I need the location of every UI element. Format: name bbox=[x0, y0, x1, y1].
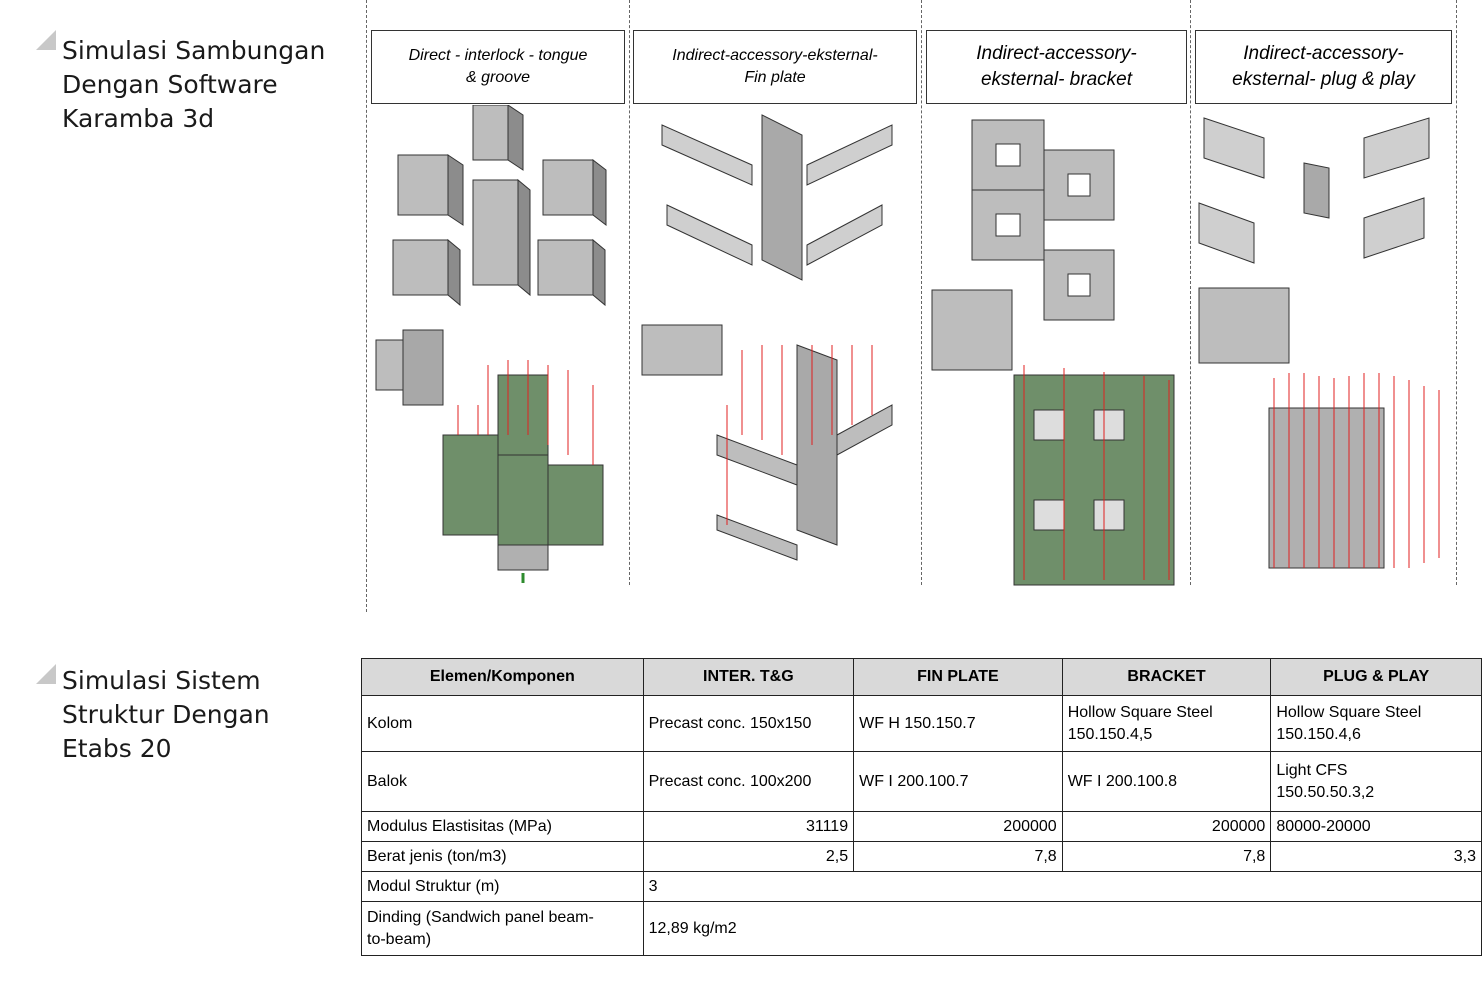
column-header: FIN PLATE bbox=[853, 658, 1063, 696]
table-row: Balok Precast conc. 100x200 WF I 200.100… bbox=[361, 751, 1482, 812]
fin-plate-model-illustration bbox=[641, 114, 893, 561]
table-cell: WF I 200.100.8 bbox=[1061, 751, 1272, 812]
bracket-model-illustration bbox=[931, 119, 1175, 586]
caption-bracket: Indirect-accessory- eksternal- bracket bbox=[926, 30, 1187, 104]
section-title-etabs: Simulasi Sistem Struktur Dengan Etabs 20 bbox=[62, 666, 270, 763]
table-row: Dinding (Sandwich panel beam- to-beam) 1… bbox=[361, 901, 1482, 956]
table-cell: 3 bbox=[642, 871, 1482, 902]
table-header-row: Elemen/Komponen INTER. T&G FIN PLATE BRA… bbox=[361, 658, 1482, 696]
table-cell: Light CFS 150.50.50.3,2 bbox=[1270, 751, 1482, 812]
table-row: Modulus Elastisitas (MPa) 31119 200000 2… bbox=[361, 811, 1482, 842]
table-cell: 7,8 bbox=[1061, 841, 1272, 872]
column-header: PLUG & PLAY bbox=[1270, 658, 1482, 696]
table-row: Kolom Precast conc. 150x150 WF H 150.150… bbox=[361, 695, 1482, 752]
column-divider bbox=[921, 0, 922, 585]
caption-interlock-text: Direct - interlock - tongue & groove bbox=[408, 47, 588, 86]
caption-plug-play-text: Indirect-accessory- eksternal- plug & pl… bbox=[1232, 43, 1415, 90]
interlock-model-illustration bbox=[375, 105, 607, 583]
table-cell: Modulus Elastisitas (MPa) bbox=[361, 811, 644, 842]
table-cell: 7,8 bbox=[853, 841, 1063, 872]
table-cell: 31119 bbox=[642, 811, 855, 842]
column-header: INTER. T&G bbox=[642, 658, 855, 696]
table-cell: 200000 bbox=[853, 811, 1063, 842]
table-row: Berat jenis (ton/m3) 2,5 7,8 7,8 3,3 bbox=[361, 841, 1482, 872]
caption-fin-plate-text: Indirect-accessory-eksternal- Fin plate bbox=[672, 47, 878, 86]
caption-bracket-text: Indirect-accessory- eksternal- bracket bbox=[976, 43, 1137, 90]
section-bullet-icon bbox=[36, 664, 56, 684]
column-header: BRACKET bbox=[1061, 658, 1272, 696]
table-cell: Modul Struktur (m) bbox=[361, 871, 644, 902]
table-cell: 2,5 bbox=[642, 841, 855, 872]
table-cell: 12,89 kg/m2 bbox=[642, 901, 1482, 956]
section-title-karamba: Simulasi Sambungan Dengan Software Karam… bbox=[62, 36, 326, 133]
column-divider bbox=[1190, 0, 1191, 585]
table-cell: Precast conc. 100x200 bbox=[642, 751, 855, 812]
caption-plug-play: Indirect-accessory- eksternal- plug & pl… bbox=[1195, 30, 1452, 104]
column-divider bbox=[366, 0, 367, 612]
caption-interlock: Direct - interlock - tongue & groove bbox=[371, 30, 625, 104]
section-bullet-icon bbox=[36, 30, 56, 50]
table-cell: WF H 150.150.7 bbox=[853, 695, 1063, 752]
table-cell: Hollow Square Steel 150.150.4,6 bbox=[1270, 695, 1482, 752]
plug-play-model-illustration bbox=[1198, 117, 1440, 569]
table-cell: 3,3 bbox=[1270, 841, 1482, 872]
table-cell: WF I 200.100.7 bbox=[853, 751, 1063, 812]
table-cell: Berat jenis (ton/m3) bbox=[361, 841, 644, 872]
table-cell: Dinding (Sandwich panel beam- to-beam) bbox=[361, 901, 644, 956]
column-divider bbox=[629, 0, 630, 585]
table-cell: Precast conc. 150x150 bbox=[642, 695, 855, 752]
table-row: Modul Struktur (m) 3 bbox=[361, 871, 1482, 902]
table-cell: 80000-20000 bbox=[1270, 811, 1482, 842]
column-divider bbox=[1456, 0, 1457, 585]
table-cell: 200000 bbox=[1061, 811, 1272, 842]
table-cell: Hollow Square Steel 150.150.4,5 bbox=[1061, 695, 1272, 752]
table-cell: Kolom bbox=[361, 695, 644, 752]
table-cell: Balok bbox=[361, 751, 644, 812]
structure-spec-table: Elemen/Komponen INTER. T&G FIN PLATE BRA… bbox=[361, 658, 1482, 956]
column-header: Elemen/Komponen bbox=[361, 658, 644, 696]
caption-fin-plate: Indirect-accessory-eksternal- Fin plate bbox=[633, 30, 917, 104]
